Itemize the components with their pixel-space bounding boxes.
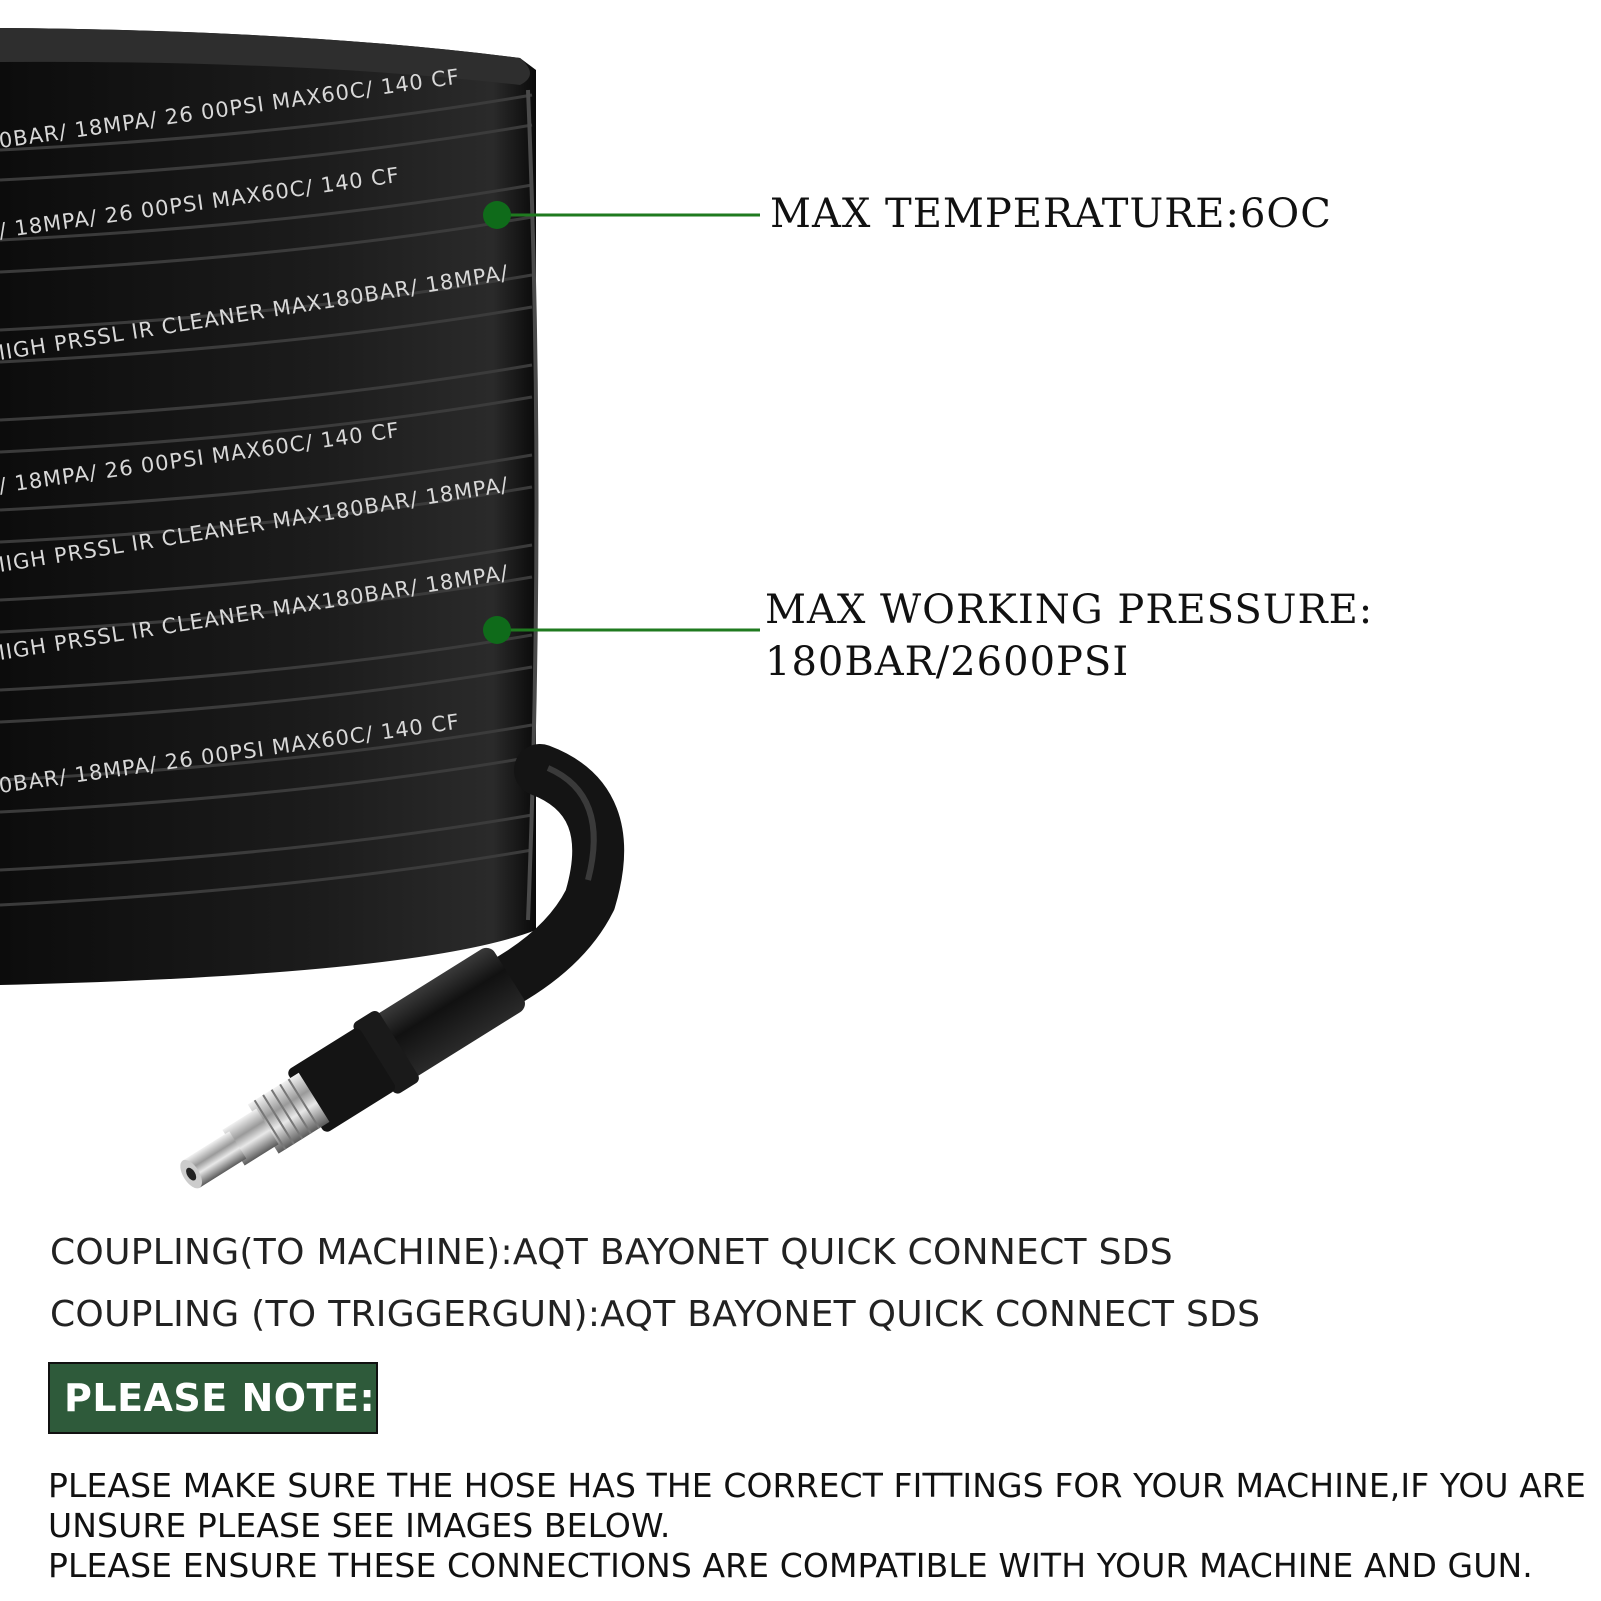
note-line-1: PLEASE MAKE SURE THE HOSE HAS THE CORREC…	[48, 1466, 1586, 1505]
note-line-2: UNSURE PLEASE SEE IMAGES BELOW.	[48, 1506, 671, 1545]
hose-coil	[0, 28, 539, 985]
quick-connect-coupling	[180, 947, 525, 1189]
note-line-3: PLEASE ENSURE THESE CONNECTIONS ARE COMP…	[48, 1546, 1533, 1585]
coil-ridges	[0, 93, 533, 907]
max-pressure-title: MAX WORKING PRESSURE:	[765, 587, 1374, 633]
max-pressure-label: MAX WORKING PRESSURE: 180BAR/2600PSI	[765, 584, 1373, 688]
please-note-badge: PLEASE NOTE:	[48, 1362, 378, 1434]
max-pressure-value: 180BAR/2600PSI	[765, 639, 1130, 685]
coupling-machine-spec: COUPLING(TO MACHINE):AQT BAYONET QUICK C…	[50, 1232, 1173, 1273]
coupling-triggergun-spec: COUPLING (TO TRIGGERGUN):AQT BAYONET QUI…	[50, 1294, 1261, 1335]
hose-tail	[444, 744, 625, 1026]
coil-edge-highlights	[526, 89, 539, 921]
max-temperature-text: MAX TEMPERATURE:6OC	[770, 191, 1332, 237]
max-temperature-label: MAX TEMPERATURE:6OC	[770, 188, 1332, 240]
